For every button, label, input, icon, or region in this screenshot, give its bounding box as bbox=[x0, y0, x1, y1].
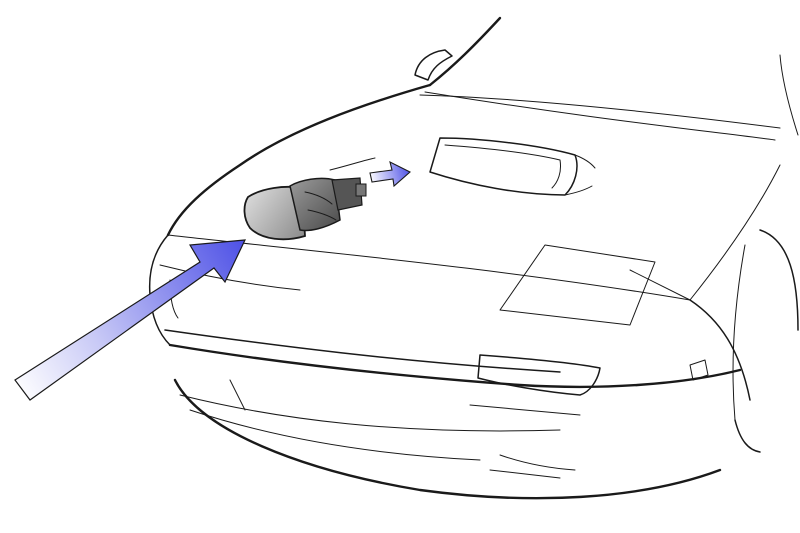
insert-direction-arrow bbox=[14, 239, 246, 401]
guide-line bbox=[329, 157, 376, 171]
bulb-connector-arrow bbox=[369, 160, 411, 188]
hood-scoop bbox=[429, 137, 596, 196]
front-bumper bbox=[164, 329, 742, 500]
windshield-outline bbox=[414, 16, 799, 136]
headlight-bulb-socket bbox=[243, 177, 367, 241]
right-fender bbox=[689, 229, 799, 453]
right-headlight-panel bbox=[499, 244, 656, 326]
